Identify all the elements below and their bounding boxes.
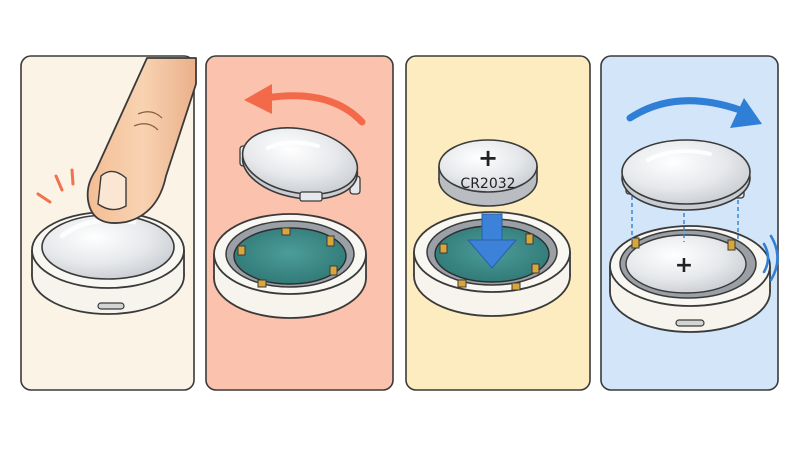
tracker-device <box>31 211 185 315</box>
panel-1-press <box>20 55 197 391</box>
panel-4-close: + <box>600 55 779 391</box>
battery-model-label: CR2032 <box>460 176 515 192</box>
panel-3-insert: + CR2032 <box>405 55 591 391</box>
lifted-cover <box>239 127 361 202</box>
insert-down-arrow <box>466 213 518 269</box>
rotate-counterclockwise-arrow <box>244 84 366 126</box>
installed-battery <box>625 234 747 294</box>
panel-2-open <box>205 55 394 391</box>
press-tick-marks <box>36 168 75 204</box>
panel-4-background <box>600 55 779 391</box>
battery-contacts <box>439 233 540 291</box>
cr2032-battery: + CR2032 <box>438 139 538 207</box>
battery-contacts <box>237 227 338 288</box>
closed-tracker-base: + <box>609 225 771 333</box>
installed-battery-plus-sign: + <box>675 253 693 278</box>
battery-plus-sign: + <box>478 144 498 172</box>
open-tracker-base <box>213 213 367 319</box>
speaker-slot <box>97 302 125 310</box>
rotate-clockwise-arrow <box>626 97 762 128</box>
speaker-slot <box>675 319 705 327</box>
alignment-guides <box>631 196 739 242</box>
hovering-cover <box>621 139 751 211</box>
finger-icon <box>86 57 197 224</box>
sound-waves-icon <box>762 234 779 282</box>
